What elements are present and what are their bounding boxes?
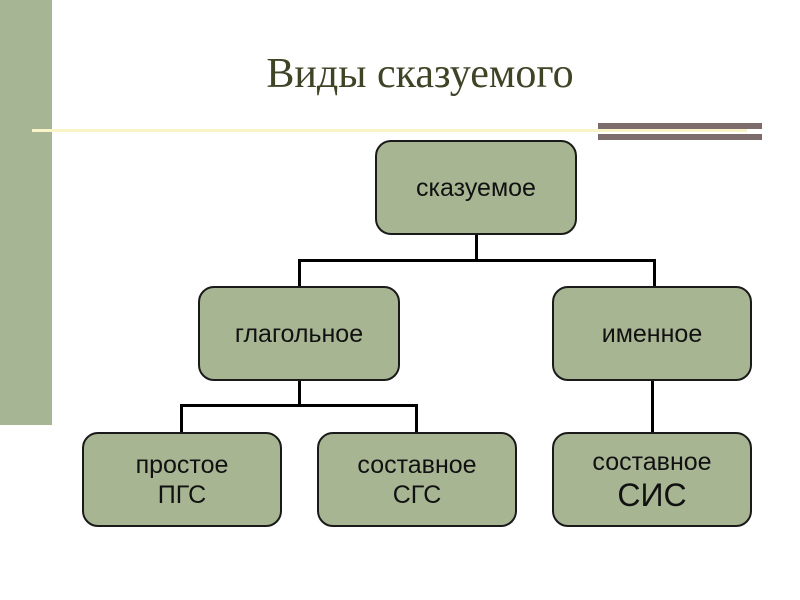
sidebar-decoration: [0, 0, 52, 425]
connector: [298, 381, 301, 406]
connector: [180, 404, 183, 434]
connector: [180, 404, 418, 407]
slide-title: Виды сказуемого: [266, 51, 574, 97]
node-nominal: именное: [552, 286, 752, 381]
node-abbr: ПГС: [157, 480, 207, 509]
node-abbr: СИС: [617, 476, 687, 513]
connector: [298, 259, 301, 287]
connector: [651, 381, 654, 434]
node-label: сказуемое: [416, 173, 536, 202]
node-abbr: СГС: [392, 480, 442, 509]
connector: [475, 234, 478, 261]
node-label: составное: [592, 447, 712, 476]
node-label: глагольное: [234, 319, 364, 348]
node-label: составное: [357, 450, 477, 479]
stripe-decoration: [598, 123, 762, 129]
title-underline: [32, 129, 747, 132]
connector: [298, 259, 656, 262]
connector: [653, 259, 656, 287]
stripe-decoration: [598, 134, 762, 140]
node-label: простое: [135, 450, 229, 479]
connector: [415, 404, 418, 434]
node-root: сказуемое: [375, 140, 577, 235]
node-label: именное: [601, 319, 703, 348]
node-verbal: глагольное: [198, 286, 400, 381]
